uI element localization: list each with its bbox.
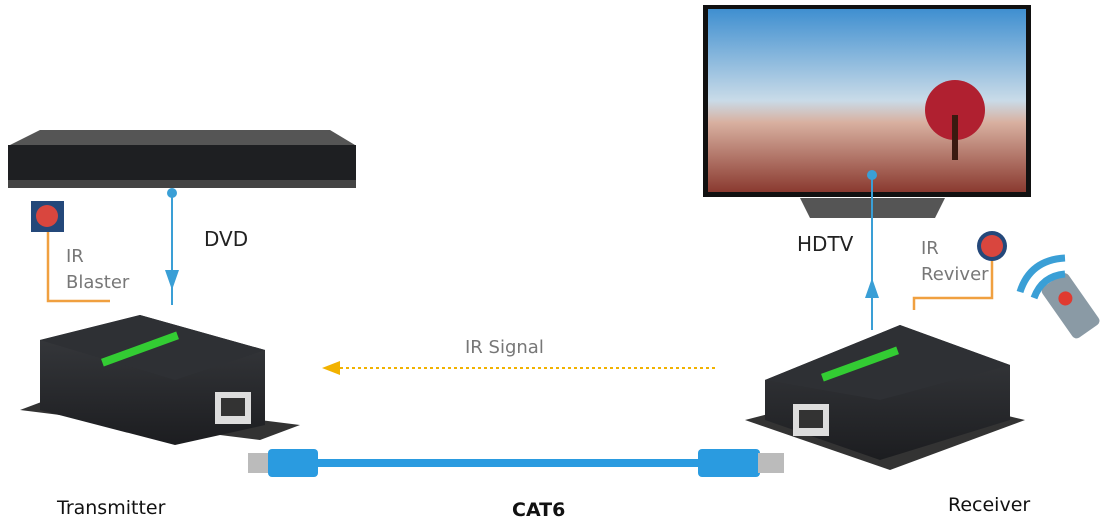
- up-arrow-icon: [865, 278, 879, 298]
- wireless-signal-icon: [1016, 254, 1066, 294]
- ir-receiver-line: [912, 255, 994, 310]
- receiver-label: Receiver: [948, 494, 1031, 516]
- down-arrow-icon: [165, 270, 179, 290]
- hdtv-image: [703, 5, 1031, 218]
- ir-blaster-label-2: Blaster: [66, 272, 130, 293]
- receiver-device: [745, 325, 1025, 470]
- cat6-label: CAT6: [512, 499, 566, 521]
- cat6-cable: [248, 449, 784, 477]
- remote-control-icon: [1041, 273, 1100, 339]
- hdtv-label: HDTV: [797, 232, 854, 256]
- transmitter-device: [20, 315, 300, 445]
- ir-receiver-label-1: IR: [921, 238, 939, 259]
- ir-signal-label: IR Signal: [465, 337, 544, 358]
- dvd-label: DVD: [204, 227, 249, 251]
- ir-receiver-label-2: Reviver: [921, 264, 989, 285]
- transmitter-label: Transmitter: [57, 497, 166, 519]
- ir-blaster-label-1: IR: [66, 246, 84, 267]
- left-arrow-icon: [322, 361, 340, 375]
- dvd-player: [8, 130, 356, 188]
- ir-blaster-line: [46, 225, 110, 303]
